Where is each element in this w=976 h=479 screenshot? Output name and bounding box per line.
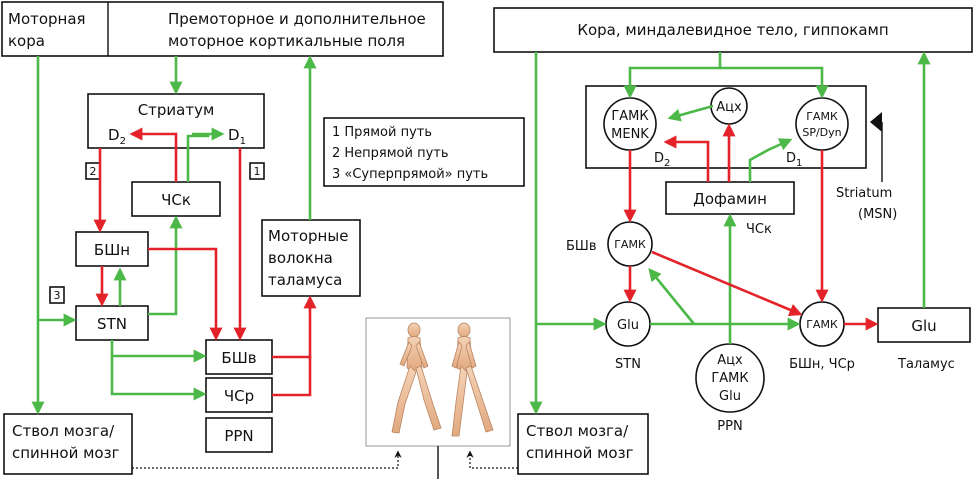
svg-text:Glu: Glu xyxy=(719,389,741,404)
premotor-label-2: моторное кортикальные поля xyxy=(168,32,405,50)
right-chsk-label: ЧСк xyxy=(746,222,772,237)
motor-cortex-label-2: кора xyxy=(8,32,45,50)
left-inhibitory-arrows xyxy=(93,127,317,397)
chsk-label: ЧСк xyxy=(161,191,191,209)
motor-cortex-label-1: Моторная xyxy=(8,10,86,28)
chsk-box xyxy=(131,181,221,217)
brainstem-left-label-2: спинной мозг xyxy=(12,444,120,462)
left-excitatory-arrows xyxy=(31,55,317,415)
walking-figures-illustration xyxy=(365,317,511,447)
ppn-label: PPN xyxy=(224,427,253,445)
chsr-label: ЧСр xyxy=(224,387,254,405)
bshn-box xyxy=(75,231,149,267)
motor-thalamus-label-3: таламуса xyxy=(268,271,342,289)
svg-text:Ацх: Ацх xyxy=(717,353,743,368)
brainstem-right-label-2: спинной мозг xyxy=(526,444,634,462)
thalamus-label: Таламус xyxy=(897,357,955,372)
svg-text:ГАМК: ГАМК xyxy=(614,238,646,251)
brainstem-right-label-1: Ствол мозга/ xyxy=(526,422,629,440)
bshn-chsr-label: БШн, ЧСр xyxy=(789,357,855,372)
svg-text:Glu: Glu xyxy=(911,317,936,335)
pathway-tag-1 xyxy=(249,162,265,180)
svg-text:ГАМК: ГАМК xyxy=(806,110,838,123)
premotor-label-1: Премоторное и дополнительное xyxy=(168,10,426,28)
right-d2-label: D2 xyxy=(654,151,670,169)
top-cortex-box xyxy=(1,1,444,57)
svg-text:ГАМК: ГАМК xyxy=(806,318,838,331)
gaba-menk-circle xyxy=(603,97,657,151)
d1-label: D1 xyxy=(228,126,246,147)
pathway-legend-box xyxy=(323,117,525,187)
right-stn-label: STN xyxy=(615,357,641,372)
striatum-label: Стриатум xyxy=(138,101,215,119)
svg-text:Ацх: Ацх xyxy=(716,100,742,115)
svg-text:3: 3 xyxy=(54,289,61,302)
right-cortex-box xyxy=(493,7,973,53)
right-d1-label: D1 xyxy=(786,151,802,169)
svg-text:1: 1 xyxy=(254,165,261,178)
striatum-msn-label-2: (MSN) xyxy=(858,207,897,222)
svg-text:SP/Dyn: SP/Dyn xyxy=(802,126,841,139)
bshv-box xyxy=(205,339,273,375)
legend-direct: 1 Прямой путь xyxy=(332,125,432,140)
right-bshv-label: БШв xyxy=(566,239,596,254)
brainstem-right-box xyxy=(517,413,649,475)
brainstem-figure-connectors xyxy=(132,446,518,479)
chsr-box xyxy=(205,377,273,413)
svg-text:2: 2 xyxy=(90,165,97,178)
stn-label: STN xyxy=(97,315,127,333)
right-ppn-label: PPN xyxy=(717,419,742,434)
gaba-sp-dyn-circle xyxy=(795,97,849,151)
brainstem-left-box xyxy=(3,413,133,475)
striatum-msn-label-1: Striatum xyxy=(836,186,892,201)
svg-text:MENK: MENK xyxy=(611,127,649,142)
svg-text:ГАМК: ГАМК xyxy=(711,371,748,386)
motor-thalamus-label-1: Моторные xyxy=(268,227,348,245)
striatum-pointer-icon xyxy=(870,112,882,132)
dopamine-label: Дофамин xyxy=(693,190,767,208)
pathway-tag-3 xyxy=(49,286,65,304)
svg-text:Glu: Glu xyxy=(617,318,639,333)
legend-hyperdirect: 3 «Суперпрямой» путь xyxy=(332,167,488,182)
ppn-box xyxy=(205,417,273,453)
right-cortex-label: Кора, миндалевидное тело, гиппокамп xyxy=(577,21,888,39)
legend-indirect: 2 Непрямой путь xyxy=(332,146,449,161)
svg-text:ГАМК: ГАМК xyxy=(611,109,648,124)
d2-label: D2 xyxy=(108,126,126,147)
brainstem-left-label-1: Ствол мозга/ xyxy=(12,422,115,440)
right-excitatory-arrows xyxy=(529,51,931,415)
dopamine-box xyxy=(665,181,795,215)
right-inhibitory-arrows xyxy=(623,123,879,331)
motor-thalamus-label-2: волокна xyxy=(268,249,333,267)
bshv-label: БШв xyxy=(221,349,256,367)
bshn-label: БШн xyxy=(94,241,130,259)
